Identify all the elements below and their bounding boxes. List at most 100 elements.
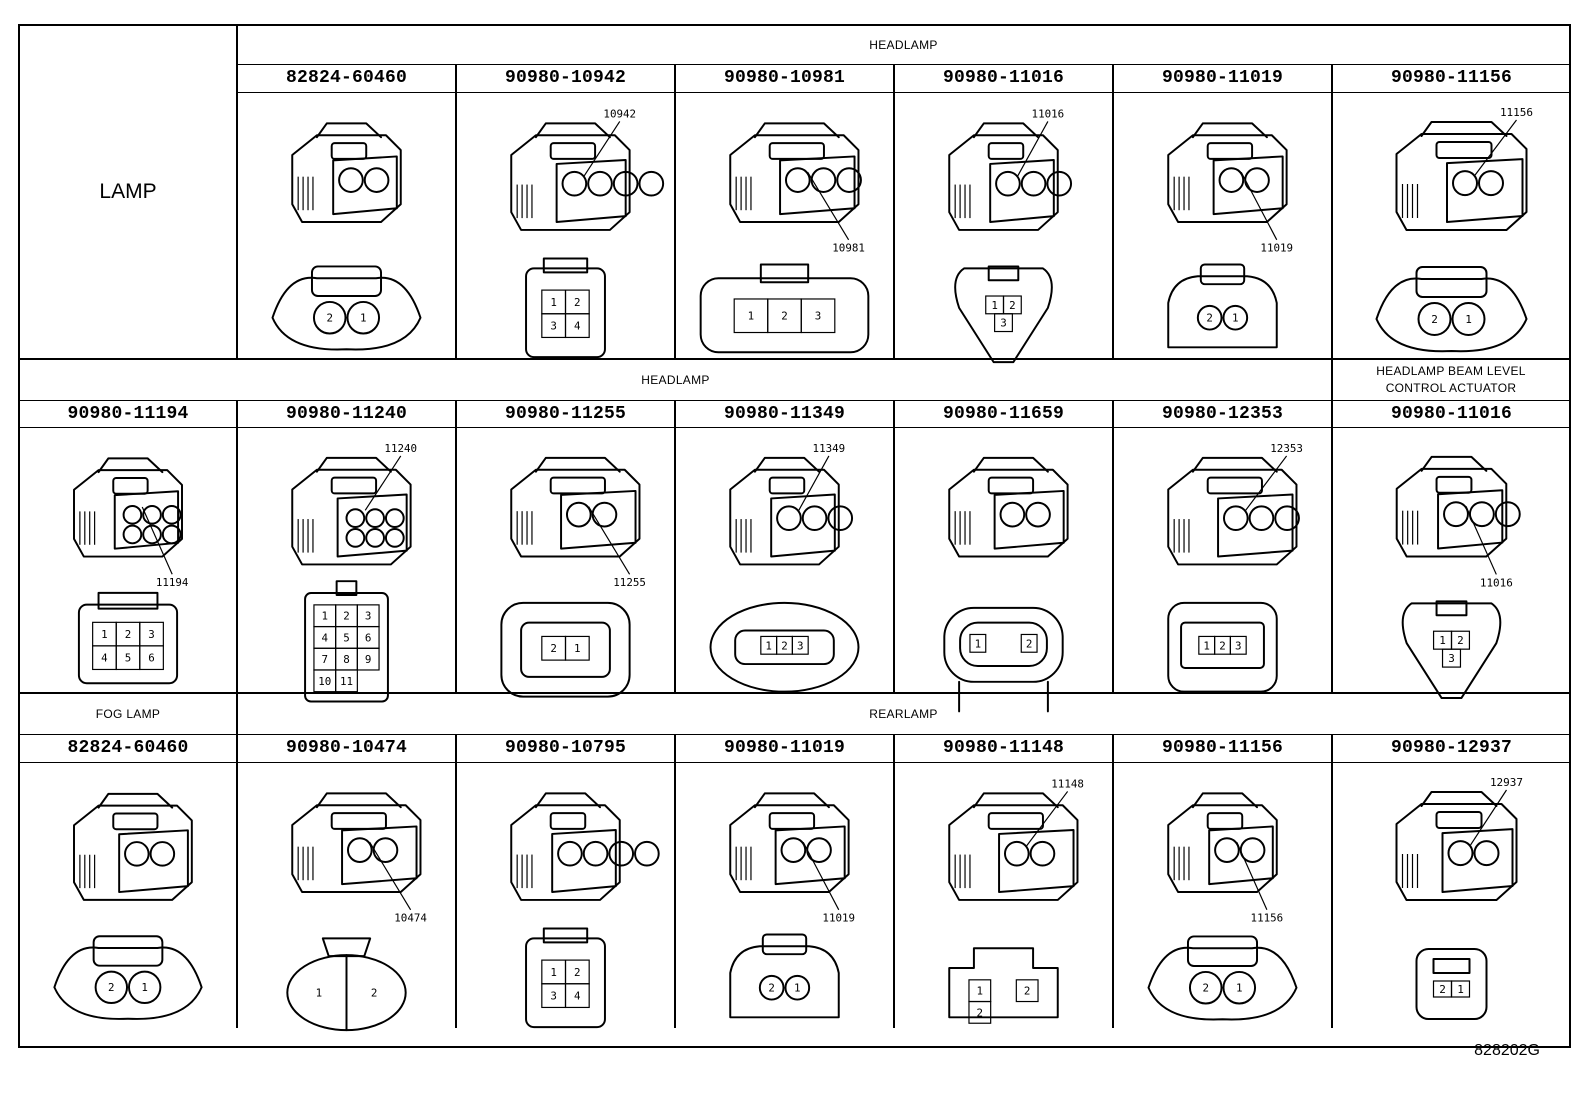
- headlamp-section-title-2: HEADLAMP: [641, 373, 710, 387]
- column-divider: [674, 400, 676, 692]
- pin-number: 2: [1024, 985, 1031, 998]
- column-divider: [455, 400, 457, 692]
- pin-number: 1: [316, 987, 323, 1000]
- pin-number: 4: [101, 652, 108, 665]
- part-number: 90980-11255: [504, 403, 627, 424]
- connector-body-drawing: 11240: [291, 442, 417, 566]
- pin-number: 1: [574, 642, 581, 655]
- callout-label: 11016: [1480, 576, 1513, 589]
- column-divider: [674, 64, 676, 358]
- column-divider: [674, 734, 676, 1028]
- connector-body-drawing: 11019: [729, 792, 855, 925]
- pin-number: 1: [141, 981, 148, 994]
- connector-body-drawing: 10474: [291, 792, 427, 925]
- pin-number: 3: [550, 990, 557, 1003]
- column-divider: [455, 64, 457, 358]
- callout-label: 11156: [1251, 912, 1284, 925]
- connector-body-drawing: [291, 122, 402, 224]
- connector-body-drawing: [948, 456, 1069, 558]
- pin-number: 2: [781, 310, 788, 323]
- connector-body-drawing: 11156: [1395, 106, 1533, 231]
- pin-number: 10: [318, 675, 331, 688]
- callout-label: 11019: [1260, 242, 1293, 255]
- part-number: 90980-12353: [1161, 403, 1284, 424]
- pin-number: 1: [1232, 312, 1239, 325]
- diagram-code: 828202G: [1474, 1042, 1540, 1059]
- callout-label: 12353: [1270, 442, 1303, 455]
- pin-number: 3: [1235, 639, 1242, 652]
- connector-body-drawing: 11019: [1167, 122, 1293, 255]
- connector-body-drawing: 11349: [729, 442, 854, 566]
- column-divider: [893, 64, 895, 358]
- pin-number: 2: [326, 312, 333, 325]
- pin-number: 2: [574, 966, 581, 979]
- pin-number: 2: [781, 639, 788, 652]
- callout-label: 11019: [822, 912, 855, 925]
- part-number: 90980-10942: [504, 68, 627, 88]
- part-number: 90980-12937: [1390, 738, 1513, 758]
- part-number: 90980-10981: [723, 68, 846, 88]
- pin-number: 2: [343, 610, 350, 623]
- pin-number: 2: [1206, 312, 1213, 325]
- connector-drawing: 11255 2 1: [500, 456, 646, 698]
- pin-number: 1: [975, 637, 982, 650]
- part-number-rule-top: [18, 400, 1570, 401]
- callout-label: 11240: [384, 442, 417, 455]
- pin-number: 2: [550, 642, 557, 655]
- pin-number: 3: [1000, 317, 1007, 330]
- connector-body-drawing: [510, 792, 660, 901]
- part-number: 90980-11194: [67, 403, 189, 424]
- callout-label: 11156: [1500, 106, 1533, 119]
- part-number-rule-bottom: [18, 427, 1570, 428]
- connector-body-drawing: 12937: [1395, 776, 1523, 901]
- pin-number: 2: [574, 296, 581, 309]
- pin-number: 4: [574, 320, 581, 333]
- lamp-label: LAMP: [99, 180, 157, 203]
- connector-body-drawing: [73, 792, 193, 901]
- callout-label: 11148: [1051, 777, 1084, 790]
- pin-number: 1: [550, 296, 557, 309]
- connector-body-drawing: 11194: [73, 457, 188, 589]
- pin-number: 1: [977, 985, 984, 998]
- pin-number: 3: [797, 639, 804, 652]
- column-divider: [1331, 400, 1333, 692]
- pin-number: 11: [340, 675, 353, 688]
- callout-label: 12937: [1490, 776, 1523, 789]
- pin-number: 1: [101, 628, 108, 641]
- pin-number: 1: [1236, 982, 1243, 995]
- column-divider: [1331, 360, 1333, 400]
- part-number: 90980-11156: [1161, 738, 1284, 758]
- part-number: 90980-11148: [942, 738, 1065, 758]
- connector-body-drawing: 10942: [510, 107, 665, 231]
- pin-number: 1: [360, 312, 367, 325]
- part-number: 90980-10474: [285, 738, 408, 758]
- headlamp-section-title: HEADLAMP: [869, 38, 938, 52]
- pin-number: 2: [1009, 299, 1016, 312]
- part-number: 90980-11016: [942, 68, 1065, 88]
- part-number: 90980-11016: [1390, 403, 1513, 424]
- pin-number: 2: [1431, 313, 1438, 326]
- pin-number: 1: [794, 982, 801, 995]
- pin-number: 2: [1202, 982, 1209, 995]
- pin-number: 1: [1203, 639, 1210, 652]
- pin-number: 2: [1457, 634, 1464, 647]
- callout-label: 11255: [613, 576, 646, 589]
- column-divider: [893, 734, 895, 1028]
- part-number: 82824-60460: [67, 738, 189, 758]
- pin-number: 1: [1457, 983, 1464, 996]
